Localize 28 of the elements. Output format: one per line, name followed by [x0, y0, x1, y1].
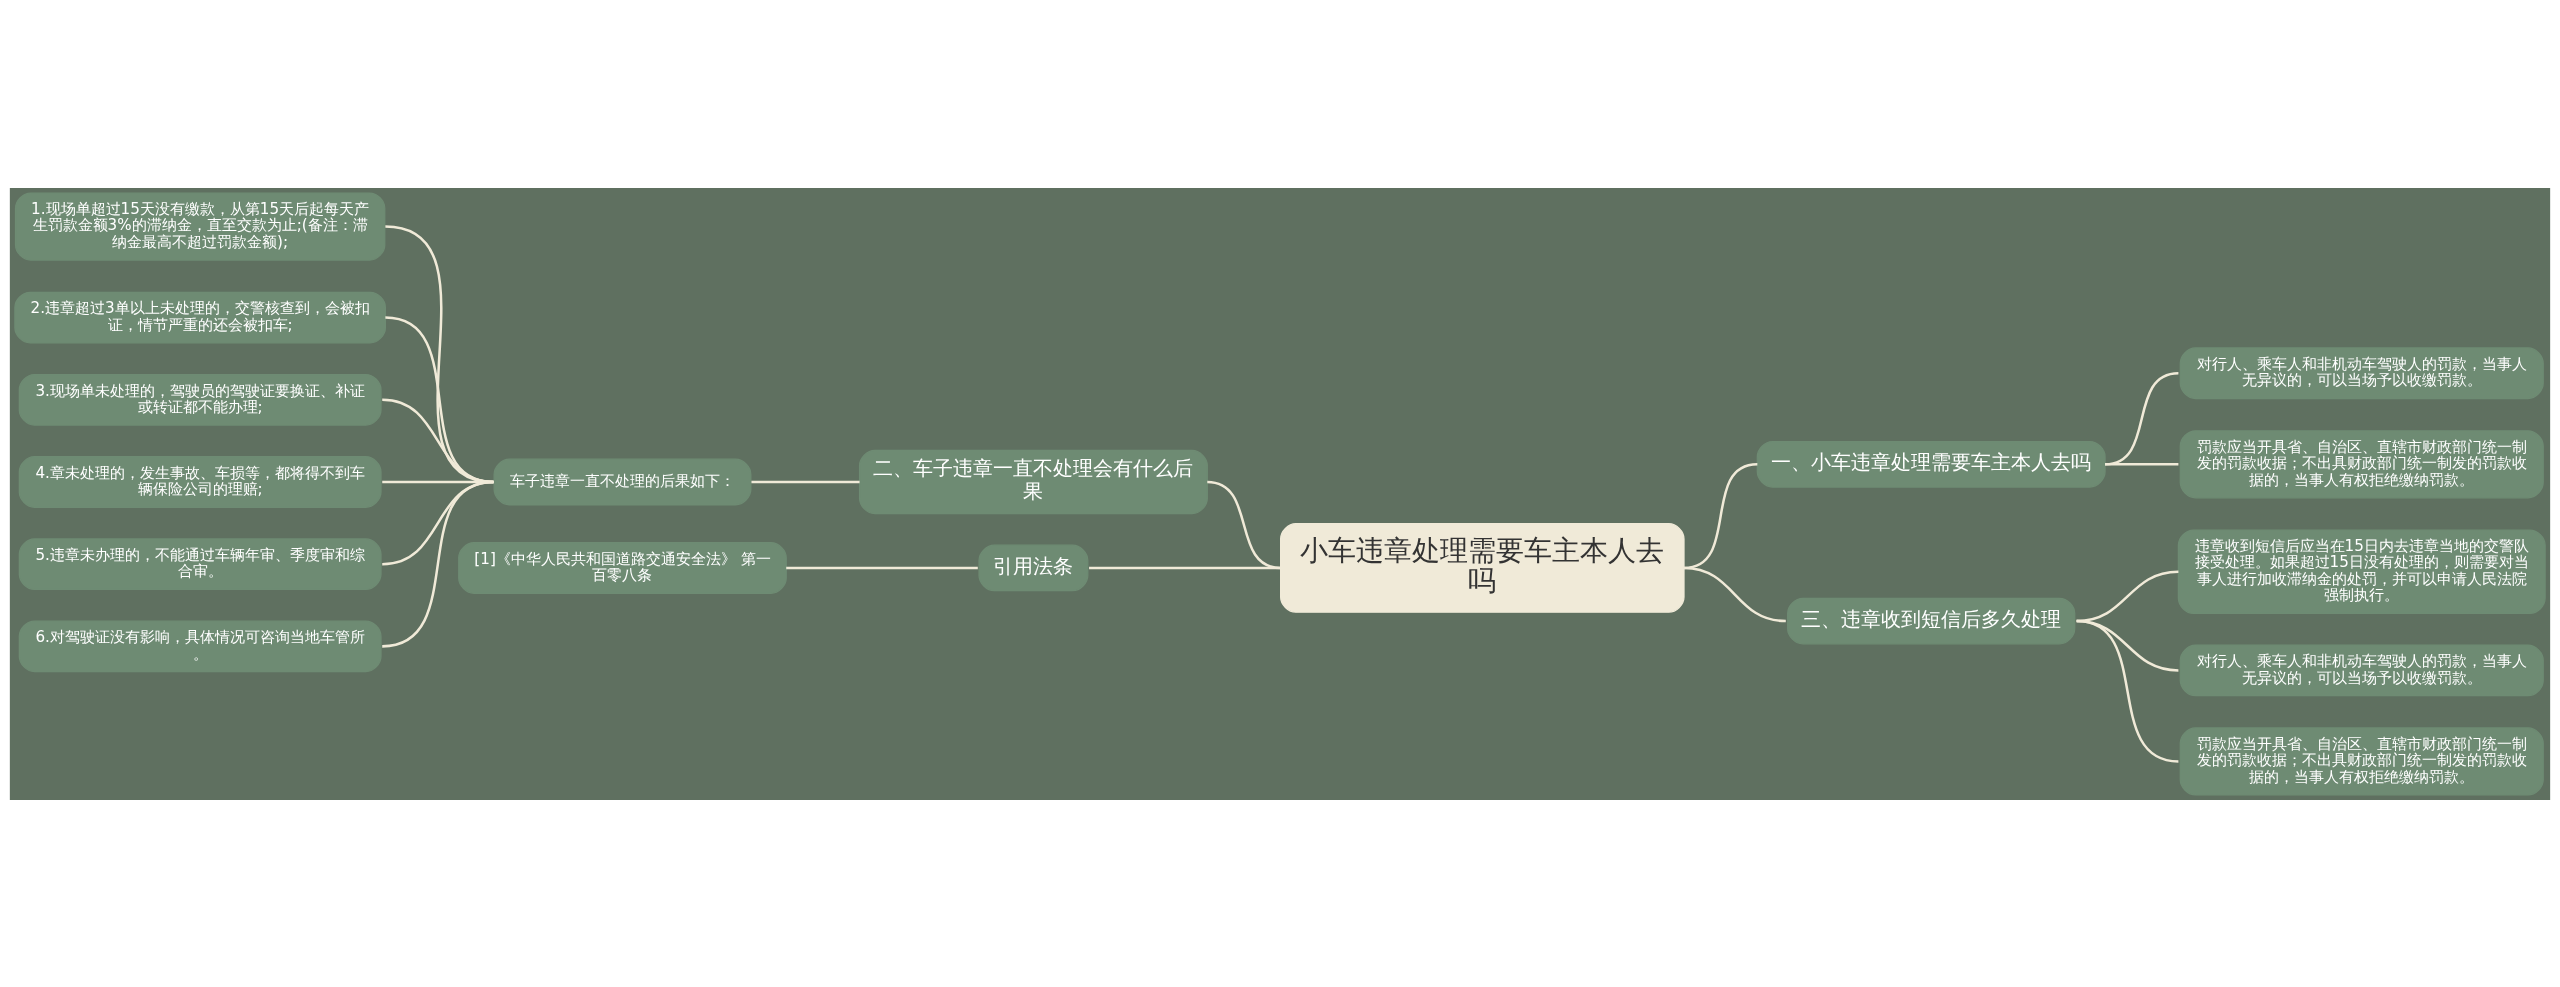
connector [786, 566, 978, 569]
node-box: 违章收到短信后应当在15日内去违章当地的交警队接受处理。如果超过15日没有处理的，则需要对当事人进行加收滞纳金的处罚，并可以申请人民法院强制执行。 [2177, 528, 2546, 614]
connector [1207, 480, 1281, 569]
node-box: 3.现场单未处理的，驾驶员的驾驶证要换证、补证或转证都不能办理; [18, 373, 382, 426]
node-box: 5.违章未办理的，不能通过车辆年审、季度审和综合审。 [18, 537, 382, 590]
node-box: 一、小车违章处理需要车主本人去吗 [1756, 440, 2106, 488]
node-box: 4.章未处理的，发生事故、车损等，都将得不到车辆保险公司的理赔; [18, 455, 382, 508]
node-box: 2.违章超过3单以上未处理的，交警核查到，会被扣证，情节严重的还会被扣车; [14, 291, 386, 344]
connector [382, 398, 494, 483]
node-box: 罚款应当开具省、自治区、直辖市财政部门统一制发的罚款收据；不出具财政部门统一制发的罚款收据的，当事人有权拒绝缴纳罚款。 [2179, 726, 2544, 796]
node-box: 二、车子违章一直不处理会有什么后果 [858, 449, 1208, 514]
connector [2076, 619, 2179, 763]
node-box: 车子违章一直不处理的后果如下： [493, 458, 752, 505]
connector [382, 480, 494, 648]
node-box: 对行人、乘车人和非机动车驾驶人的罚款，当事人无异议的，可以当场予以收缴罚款。 [2179, 346, 2544, 399]
connector [1089, 566, 1281, 569]
node-box: [1]《中华人民共和国道路交通安全法》 第一百零八条 [458, 541, 787, 594]
node-box: 罚款应当开具省、自治区、直辖市财政部门统一制发的罚款收据；不出具财政部门统一制发的罚款收据的，当事人有权拒绝缴纳罚款。 [2179, 429, 2544, 498]
connector [751, 480, 860, 483]
connector [2104, 371, 2179, 466]
node-box: 1.现场单超过15天没有缴款，从第15天后起每天产生罚款金额3%的滞纳金，直至交款为止;(备注：滞纳金最高不超过罚款金额); [14, 191, 386, 261]
node-box: 对行人、乘车人和非机动车驾驶人的罚款，当事人无异议的，可以当场予以收缴罚款。 [2179, 643, 2544, 696]
node-box: 三、违章收到短信后多久处理 [1787, 597, 2076, 644]
node-box: 引用法条 [978, 544, 1089, 591]
connector [1683, 566, 1786, 622]
connector [2105, 462, 2179, 466]
node-box: 6.对驾驶证没有影响，具体情况可咨询当地车管所。 [18, 619, 382, 672]
node-box: 小车违章处理需要车主本人去吗 [1280, 522, 1685, 613]
